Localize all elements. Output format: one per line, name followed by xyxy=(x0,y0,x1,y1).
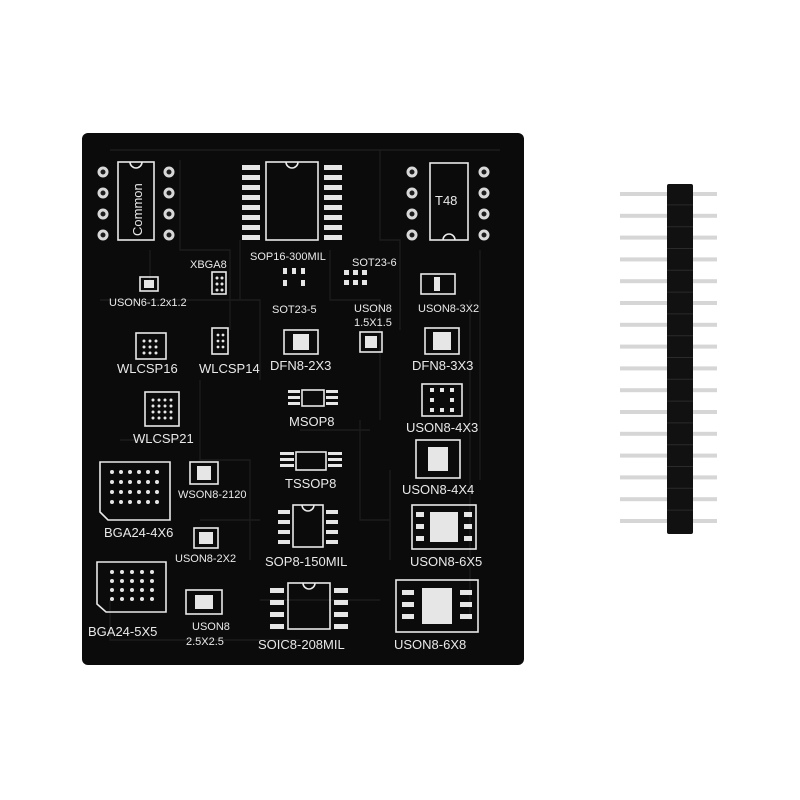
pcb-board xyxy=(82,133,524,665)
label-msop8: MSOP8 xyxy=(289,414,335,429)
sot23-5-footprint: SOT23-5 xyxy=(272,268,317,316)
label-wlcsp14: WLCSP14 xyxy=(199,361,260,376)
label-common: Common xyxy=(130,183,145,236)
wson8-footprint: WSON8-2120 xyxy=(178,461,246,501)
dip8-common-footprint: Common xyxy=(97,161,175,241)
pin-header xyxy=(620,184,717,534)
wlcsp16-footprint: WLCSP16 xyxy=(117,332,178,376)
header-body xyxy=(667,184,693,534)
label-uson8-a: USON8 xyxy=(354,303,392,315)
label-uson8-4x4: USON8-4X4 xyxy=(402,482,474,497)
soic8-footprint: SOIC8-208MIL xyxy=(258,582,348,652)
bga24-5x5-footprint: BGA24-5X5 xyxy=(88,561,167,639)
pcb-traces xyxy=(100,149,500,641)
adapter-pcb: Common SOP16-300MIL xyxy=(82,133,524,665)
uson6-footprint: USON6-1.2x1.2 xyxy=(109,276,187,309)
uson8-6x5-footprint: USON8-6X5 xyxy=(410,504,482,569)
uson8-4x3-footprint: USON8-4X3 xyxy=(406,383,478,435)
label-t48: T48 xyxy=(435,193,457,208)
uson8-4x4-footprint: USON8-4X4 xyxy=(402,439,474,497)
label-uson8-a-size: 1.5X1.5 xyxy=(354,317,392,329)
label-wlcsp16: WLCSP16 xyxy=(117,361,178,376)
msop8-footprint: MSOP8 xyxy=(288,389,338,429)
label-soic8: SOIC8-208MIL xyxy=(258,637,345,652)
dip8-t48-footprint: T48 xyxy=(406,162,490,241)
label-uson8-2x2: USON8-2X2 xyxy=(175,553,236,565)
label-sot23-5: SOT23-5 xyxy=(272,304,317,316)
uson8-1-5-footprint: USON8 1.5X1.5 xyxy=(344,270,392,329)
label-uson6: USON6-1.2x1.2 xyxy=(109,297,187,309)
label-wson8: WSON8-2120 xyxy=(178,489,246,501)
label-sot23-6: SOT23-6 xyxy=(352,257,397,269)
label-uson8-4x3: USON8-4X3 xyxy=(406,420,478,435)
wlcsp21-footprint: WLCSP21 xyxy=(133,391,194,446)
label-sop8: SOP8-150MIL xyxy=(265,554,347,569)
uson8-2-5-footprint: USON8 2.5X2.5 xyxy=(185,589,230,648)
label-uson8-6x5: USON8-6X5 xyxy=(410,554,482,569)
label-xbga8: XBGA8 xyxy=(190,259,227,271)
xbga8-footprint: XBGA8 xyxy=(190,259,227,295)
wlcsp14-footprint: WLCSP14 xyxy=(199,327,260,376)
sot23-6-footprint: SOT23-6 xyxy=(352,257,397,269)
uson8-6x8-footprint: USON8-6X8 xyxy=(394,579,479,652)
dfn8-2x3-footprint: DFN8-2X3 xyxy=(270,329,331,373)
label-dfn8-3x3: DFN8-3X3 xyxy=(412,358,473,373)
sop16-footprint: SOP16-300MIL xyxy=(242,161,342,263)
label-uson8-b-size: 2.5X2.5 xyxy=(186,636,224,648)
label-bga24-5x5: BGA24-5X5 xyxy=(88,624,157,639)
bga24-4x6-footprint: BGA24-4X6 xyxy=(99,461,173,540)
label-dfn8-2x3: DFN8-2X3 xyxy=(270,358,331,373)
label-uson8-b: USON8 xyxy=(192,621,230,633)
label-bga24-4x6: BGA24-4X6 xyxy=(104,525,173,540)
header-segments xyxy=(667,204,693,511)
uson8-1-5-pad xyxy=(359,331,383,353)
label-sop16: SOP16-300MIL xyxy=(250,251,326,263)
label-uson8-6x8: USON8-6X8 xyxy=(394,637,466,652)
uson8-2x2-footprint: USON8-2X2 xyxy=(175,527,236,565)
uson8-3x2-footprint: USON8-3X2 xyxy=(418,273,479,315)
label-wlcsp21: WLCSP21 xyxy=(133,431,194,446)
label-uson8-3x2: USON8-3X2 xyxy=(418,303,479,315)
tssop8-footprint: TSSOP8 xyxy=(280,451,342,491)
dfn8-3x3-footprint: DFN8-3X3 xyxy=(412,327,473,373)
label-tssop8: TSSOP8 xyxy=(285,476,336,491)
sop8-footprint: SOP8-150MIL xyxy=(265,504,347,569)
